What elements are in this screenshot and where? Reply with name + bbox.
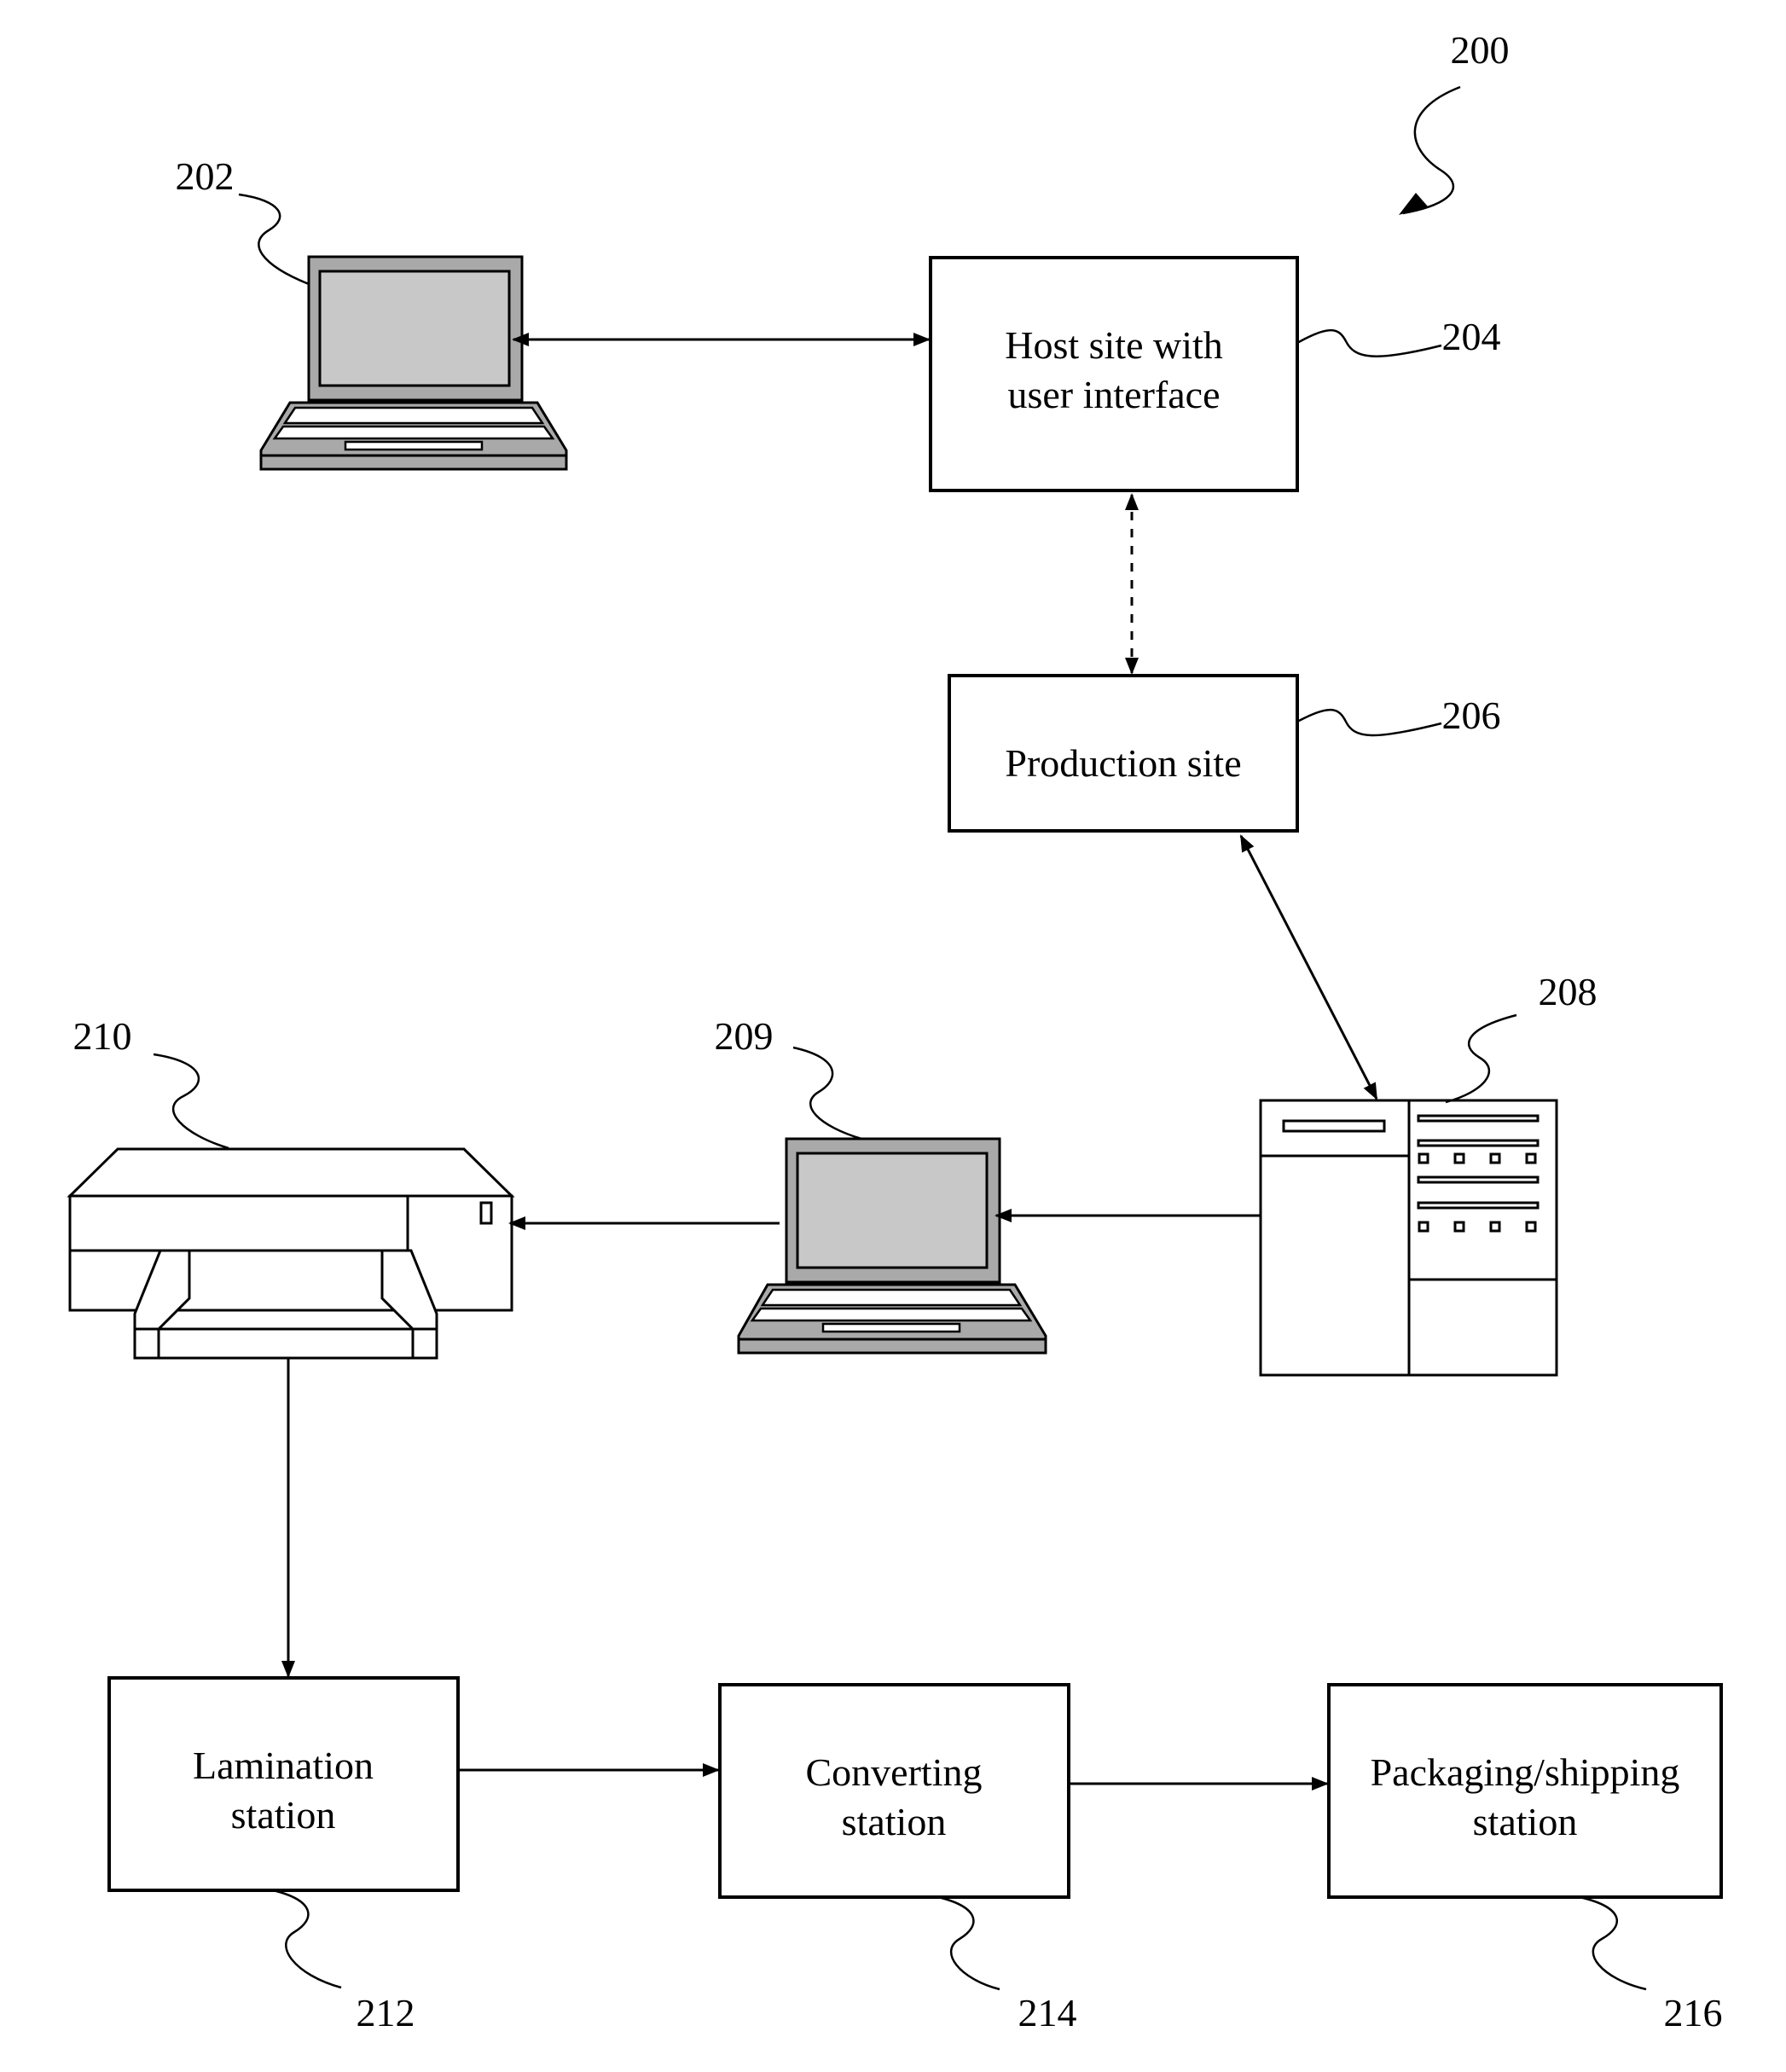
laptop-keys-row-1 <box>763 1290 1020 1305</box>
printer-210: 210 <box>70 1014 512 1358</box>
laptop-trackpad <box>345 442 482 450</box>
laptop-screen <box>797 1153 987 1268</box>
converting-label-line-2: station <box>842 1800 947 1843</box>
ref-204-leader <box>1297 330 1441 357</box>
lamination-label-line-2: station <box>231 1793 336 1837</box>
server-drive-slot <box>1284 1121 1384 1131</box>
figure-ref-leader <box>1403 87 1460 213</box>
host-site-label-line-1: Host site with <box>1005 323 1223 367</box>
server-rail-3 <box>1418 1177 1538 1182</box>
ref-209: 209 <box>715 1014 774 1058</box>
laptop-keys-row-2 <box>752 1309 1030 1320</box>
server-led <box>1419 1222 1428 1231</box>
laptop-trackpad <box>823 1324 960 1332</box>
connector-production-to-server <box>1241 836 1377 1099</box>
ref-214: 214 <box>1018 1991 1077 2034</box>
server-led <box>1491 1222 1499 1231</box>
production-site-206: Production site 206 <box>949 676 1501 831</box>
ref-216-leader <box>1580 1897 1646 1989</box>
client-laptop-202: 202 <box>176 154 567 469</box>
printer-top <box>70 1149 512 1196</box>
server-led <box>1455 1154 1464 1163</box>
server-led <box>1491 1154 1499 1163</box>
packaging-station-216: Packaging/shipping station 216 <box>1329 1685 1723 2034</box>
server-led <box>1419 1154 1428 1163</box>
converting-label-line-1: Converting <box>806 1750 983 1794</box>
workstation-laptop-209: 209 <box>715 1014 1047 1353</box>
host-site-204: Host site with user interface 204 <box>931 258 1501 490</box>
laptop-keys-row-1 <box>285 408 542 423</box>
host-site-label-line-2: user interface <box>1007 373 1220 416</box>
ref-212: 212 <box>357 1991 415 2034</box>
server-led <box>1527 1222 1535 1231</box>
ref-206-leader <box>1297 710 1441 735</box>
ref-209-leader <box>793 1048 861 1139</box>
ref-210: 210 <box>73 1014 132 1058</box>
ref-208-leader <box>1446 1015 1516 1102</box>
ref-204: 204 <box>1442 315 1501 358</box>
figure-ref-label: 200 <box>1451 28 1510 72</box>
ref-208: 208 <box>1539 970 1598 1013</box>
production-site-label: Production site <box>1005 741 1241 785</box>
printer-body <box>70 1196 512 1310</box>
server-rail-4 <box>1418 1203 1538 1208</box>
packaging-label-line-2: station <box>1473 1800 1578 1843</box>
printer-output-tray <box>135 1329 437 1358</box>
ref-202-leader <box>239 194 309 284</box>
server-led <box>1527 1154 1535 1163</box>
printer-power-button <box>481 1203 491 1223</box>
ref-216: 216 <box>1664 1991 1723 2034</box>
figure-ref-200: 200 <box>1399 28 1510 215</box>
server-led <box>1455 1222 1464 1231</box>
converting-station-214: Converting station 214 <box>720 1685 1077 2034</box>
server-rail-1 <box>1418 1116 1538 1121</box>
ref-202: 202 <box>176 154 235 198</box>
laptop-keys-row-2 <box>275 427 553 438</box>
ref-210-leader <box>154 1054 229 1148</box>
server-rail-2 <box>1418 1140 1538 1146</box>
ref-214-leader <box>938 1897 1000 1989</box>
ref-212-leader <box>273 1890 341 1988</box>
server-208: 208 <box>1261 970 1598 1375</box>
ref-206: 206 <box>1442 694 1501 737</box>
lamination-label-line-1: Lamination <box>193 1744 374 1787</box>
packaging-label-line-1: Packaging/shipping <box>1371 1750 1680 1794</box>
lamination-station-212: Lamination station 212 <box>109 1678 458 2034</box>
laptop-screen <box>320 271 509 386</box>
